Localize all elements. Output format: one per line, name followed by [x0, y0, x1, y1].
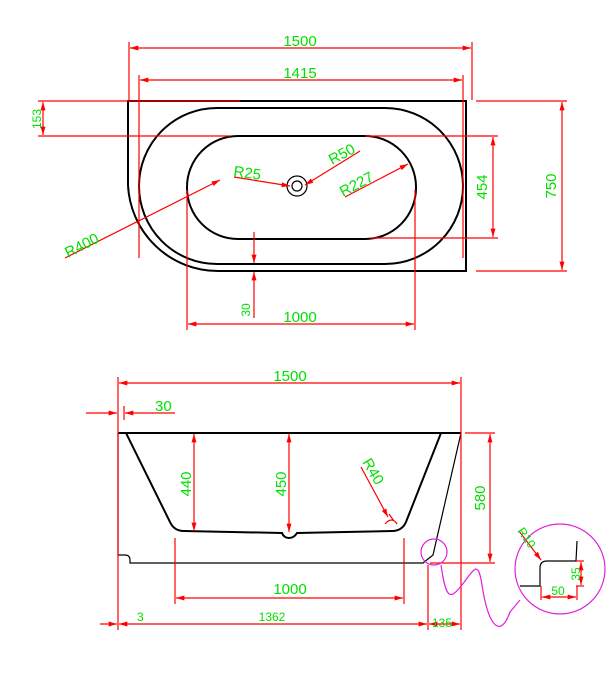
drain-inner	[291, 180, 303, 192]
dim-135: 135	[432, 616, 452, 630]
label-r10: R10	[515, 525, 539, 551]
dim-580: 580	[472, 485, 489, 510]
dim-153: 153	[30, 109, 44, 129]
dim-1500-side: 1500	[273, 368, 306, 385]
label-r227: R227	[337, 169, 377, 201]
outer-outline	[127, 100, 467, 273]
dim-1000-side: 1000	[273, 581, 306, 598]
dim-454: 454	[474, 174, 491, 199]
dim-450: 450	[273, 471, 290, 496]
dim-1362: 1362	[259, 610, 286, 624]
label-r25: R25	[232, 163, 262, 184]
detail-source-circle	[420, 538, 448, 566]
dim-1415: 1415	[283, 65, 316, 82]
side-view: 1500 30 440 450 R40 580 1000 3 1362 135	[86, 368, 606, 630]
dim-30-side: 30	[155, 398, 172, 415]
detail-profile	[520, 540, 578, 587]
label-r400: R400	[62, 230, 102, 261]
detail-leader-curve	[440, 564, 521, 627]
label-r40: R40	[359, 456, 387, 488]
basin-oval	[186, 135, 417, 240]
dim-30-top: 30	[239, 303, 253, 317]
detail-circle	[514, 523, 606, 615]
dim-440: 440	[178, 471, 195, 496]
dim-1000-top: 1000	[283, 309, 316, 326]
dim-3: 3	[137, 610, 144, 624]
dim-750: 750	[543, 173, 560, 198]
dim-1500-top: 1500	[283, 33, 316, 50]
dim-50: 50	[551, 584, 565, 598]
top-view: 1500 1415 153 454 750 1000 30 R400 R25	[30, 33, 567, 330]
outer-profile	[117, 432, 462, 564]
label-r50: R50	[326, 141, 358, 169]
dim-35: 35	[569, 567, 583, 581]
inner-basin-profile	[125, 432, 442, 540]
